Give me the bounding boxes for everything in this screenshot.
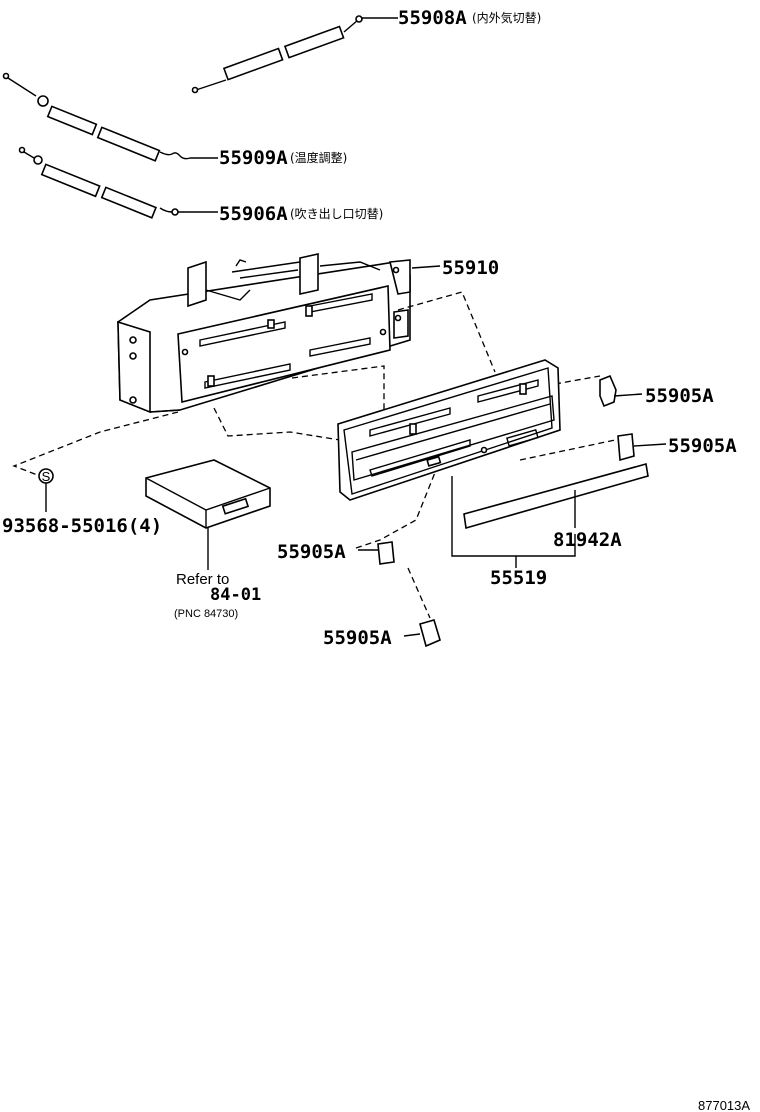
knob-3 (358, 541, 395, 565)
control-module (145, 459, 271, 570)
cable-fresh-recirc (191, 15, 398, 94)
control-panel (337, 359, 561, 501)
knob-4 (403, 619, 441, 648)
screw-symbol: S (42, 469, 51, 484)
label-55905a-3: 55905A (277, 541, 346, 563)
label-55906a: 55906A (219, 203, 288, 225)
control-assembly (117, 253, 411, 414)
refer-pnc: (PNC 84730) (174, 608, 238, 620)
knob-1 (599, 374, 643, 408)
refer-line2: 84-01 (210, 585, 261, 605)
label-55519: 55519 (490, 567, 547, 589)
screw: S (38, 468, 54, 512)
label-screw: 93568-55016(4) (2, 515, 162, 537)
label-55905a-4: 55905A (323, 627, 392, 649)
label-55909a-note: (温度調整) (290, 150, 347, 165)
label-55905a-1: 55905A (645, 385, 714, 407)
alignment-lines (12, 291, 616, 619)
trim-plate (463, 462, 649, 530)
label-55910: 55910 (442, 257, 499, 279)
label-55909a: 55909A (219, 147, 288, 169)
cable-temp (2, 72, 218, 162)
label-55906a-note: (吹き出し口切替) (290, 207, 383, 221)
leader-55910 (411, 265, 441, 269)
refer-line1: Refer to (176, 571, 229, 588)
label-55905a-2: 55905A (668, 435, 737, 457)
knob-2 (617, 433, 667, 462)
label-81942a: 81942A (553, 529, 622, 551)
diagram-code: 877013A (698, 1098, 750, 1112)
label-55908a: 55908A (398, 7, 467, 29)
cable-mode (18, 146, 218, 219)
label-55908a-note: (内外気切替) (472, 10, 541, 25)
leader-55519 (451, 476, 576, 557)
